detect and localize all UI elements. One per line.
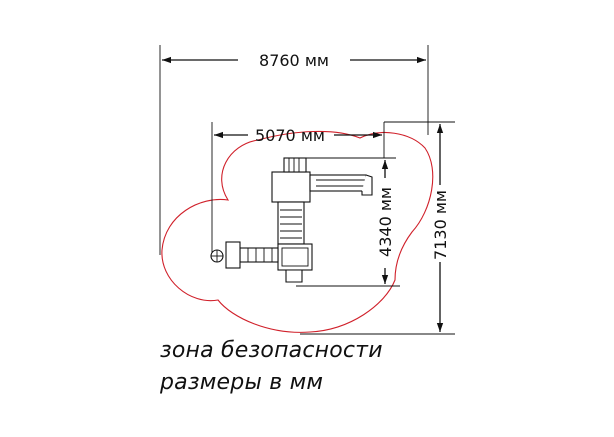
tower-back-rail xyxy=(283,157,307,173)
overall-depth-label: 7130 мм xyxy=(431,190,450,260)
lower-platform-step xyxy=(285,269,303,283)
overall-width-label: 8760 мм xyxy=(259,51,329,70)
safety-zone-legend: зона безопасности xyxy=(160,338,383,363)
equipment-depth-label: 4340 мм xyxy=(376,187,395,257)
equipment-width-label: 5070 мм xyxy=(255,126,325,145)
lower-platform-inner xyxy=(281,247,309,267)
upper-tower-roof xyxy=(271,171,311,203)
equipment-width-dimension: 5070 мм xyxy=(211,122,385,255)
safety-zone-outline xyxy=(161,130,434,333)
units-note: размеры в мм xyxy=(160,370,324,395)
slide-chute xyxy=(309,174,367,192)
equipment-depth-dimension: 4340 мм xyxy=(296,157,400,287)
overall-width-dimension: 8760 мм xyxy=(159,45,429,255)
left-turret xyxy=(225,241,241,269)
slide-exit xyxy=(361,174,373,196)
overall-depth-dimension: 7130 мм xyxy=(300,121,455,335)
playground-equipment xyxy=(210,157,373,283)
climbing-section xyxy=(277,201,305,245)
